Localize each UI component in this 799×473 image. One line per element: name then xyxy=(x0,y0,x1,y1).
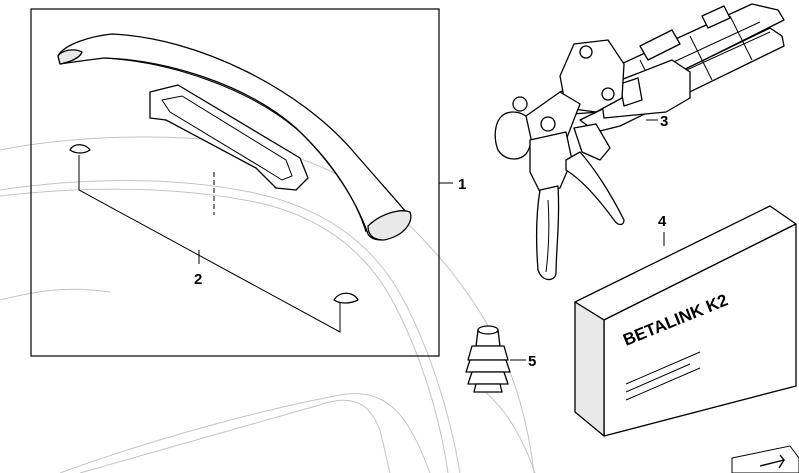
callout-5: 5 xyxy=(528,353,536,370)
adhesive-pads-group xyxy=(69,144,359,333)
rear-spoiler xyxy=(57,33,412,241)
callout-4: 4 xyxy=(658,213,667,230)
callout-2: 2 xyxy=(194,271,202,288)
callout-3: 3 xyxy=(660,113,668,130)
rubber-buffer xyxy=(465,325,511,393)
adhesive-kit-box: BETALINK K2 xyxy=(574,205,797,437)
vehicle-outline xyxy=(0,136,536,473)
callout-1: 1 xyxy=(458,176,466,193)
applicator-gun xyxy=(494,3,785,281)
arrow-icon[interactable] xyxy=(731,445,799,473)
